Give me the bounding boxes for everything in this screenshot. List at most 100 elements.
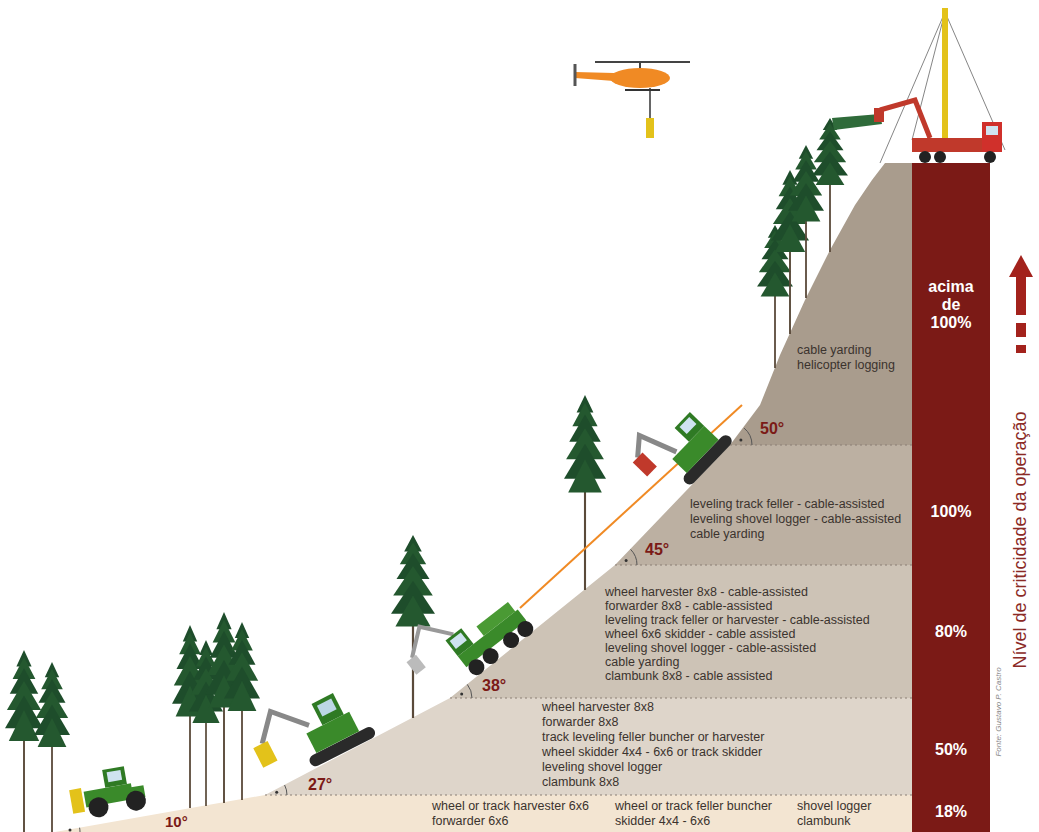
angle-arc (744, 428, 752, 445)
criticality-percent: 80% (912, 623, 990, 641)
slope-angle: 38° (482, 677, 506, 695)
wheel (919, 151, 931, 163)
machine-name: wheel harvester 8x8 - cable-assisted (605, 585, 872, 599)
criticality-percent-box: 18% (912, 803, 990, 821)
slope-angle-box: 50° (760, 420, 784, 438)
slope-angle-box: 27° (308, 776, 332, 794)
slope-angle-box: 38° (482, 677, 506, 695)
machine-name: clambunk 8x8 - cable assisted (605, 669, 872, 683)
machine-cab (446, 628, 474, 656)
machine-name: leveling track feller - cable-assisted (690, 497, 904, 512)
machine-name: track leveling feller buncher or harvest… (542, 730, 767, 745)
criticality-arrow (1009, 255, 1033, 353)
band-divider (615, 565, 912, 566)
wheel (124, 789, 147, 812)
harvester-boom (251, 699, 309, 748)
machine-name: cable yarding (605, 655, 872, 669)
machine-name: clambunk (797, 814, 874, 829)
criticality-percent: 50% (912, 741, 990, 759)
criticality-percent: 18% (912, 803, 990, 821)
machine-name: leveling track feller or harvester - cab… (605, 613, 872, 627)
harvester-head (253, 741, 277, 768)
slope-band-fill (0, 698, 912, 795)
grapple (407, 655, 426, 675)
slope-band-fill (0, 163, 912, 445)
slope-band: leveling track feller - cable-assistedle… (690, 497, 904, 544)
pine-tree (224, 622, 260, 800)
guy-wire (945, 12, 1005, 150)
machine-name: cable yarding (797, 343, 897, 358)
machine-name: forwarder 8x8 - cable-assisted (605, 599, 872, 613)
band-divider (265, 795, 912, 796)
machine-name: clambunk 8x8 (542, 775, 767, 790)
slope-band-fill (0, 445, 912, 565)
arrow-shaft (1016, 277, 1026, 315)
main-rotor (595, 61, 690, 63)
grapple (646, 118, 654, 138)
track-harvester (242, 673, 377, 788)
machine-name: forwarder 6x6 (432, 814, 615, 829)
slope-angle: 50° (760, 420, 784, 438)
angle-dot (739, 438, 742, 441)
loader-arm (880, 100, 930, 138)
cab-window (317, 698, 337, 716)
criticality-percent-box: 50% (912, 741, 990, 759)
machine-name: wheel skidder 4x4 - 6x6 or track skidder (542, 745, 767, 760)
grapple (874, 108, 884, 122)
machine-name: wheel 6x6 skidder - cable assisted (605, 627, 872, 641)
angle-arc (631, 549, 637, 565)
source-credit: Fonte: Gustavo P. Castro (994, 667, 1003, 756)
wheel (984, 151, 996, 163)
axis-title: Nível de criticidade da operação (1010, 411, 1030, 668)
pine-trees (5, 118, 848, 832)
machine-name: forwarder 8x8 (542, 715, 767, 730)
cab-window (450, 632, 467, 648)
machine-cab (675, 412, 705, 442)
machine-cab (102, 766, 127, 788)
wheel (479, 645, 501, 667)
truck-cab (982, 122, 1002, 152)
slope-angle: 45° (645, 541, 669, 559)
machine-name: cable yarding (690, 527, 904, 542)
landing-skid (625, 89, 660, 91)
band-dividers (265, 445, 912, 795)
slope-band-fill (0, 565, 912, 698)
band-divider (730, 445, 912, 446)
cab-window (680, 417, 697, 434)
slope-angle: 10° (165, 814, 188, 830)
helicopter-body (610, 68, 670, 88)
yarder-truck (832, 8, 1005, 163)
source-credit-box: Fonte: Gustavo P. Castro (994, 667, 1003, 756)
hill (0, 163, 912, 832)
angle-arc (285, 785, 287, 795)
angle-arc (79, 828, 80, 832)
slope-angle-box: 45° (645, 541, 669, 559)
felling-head (69, 788, 85, 814)
angle-dot (625, 559, 628, 562)
criticality-percent: 100% (912, 503, 990, 521)
slope-band: wheel harvester 8x8 - cable-assistedforw… (605, 585, 872, 685)
machine-name: skidder 4x4 - 6x6 (615, 814, 797, 829)
criticality-percent-box: 80% (912, 623, 990, 641)
wheel (87, 796, 110, 819)
tail-rotor (574, 64, 577, 86)
wheel-feller-buncher (67, 763, 148, 821)
slope-band: cable yardinghelicopter logging (797, 343, 897, 375)
machine-name: leveling shovel logger - cable-assisted (605, 641, 872, 655)
axis-title-box: Nível de criticidade da operação (1010, 411, 1030, 668)
pine-tree (391, 535, 435, 718)
load-bunk (476, 602, 515, 636)
slope-angle-box: 10° (165, 814, 188, 830)
guy-wire (912, 12, 945, 140)
machine-name: leveling shovel logger - cable-assisted (690, 512, 904, 527)
angle-dot (275, 791, 278, 794)
wheel (514, 618, 536, 640)
arrow-dash (1016, 323, 1026, 337)
leveling-track-feller (623, 391, 735, 503)
truck-bed (912, 138, 982, 152)
angle-dot (69, 829, 72, 832)
hoist-cable (649, 88, 651, 118)
pine-tree (34, 662, 70, 832)
